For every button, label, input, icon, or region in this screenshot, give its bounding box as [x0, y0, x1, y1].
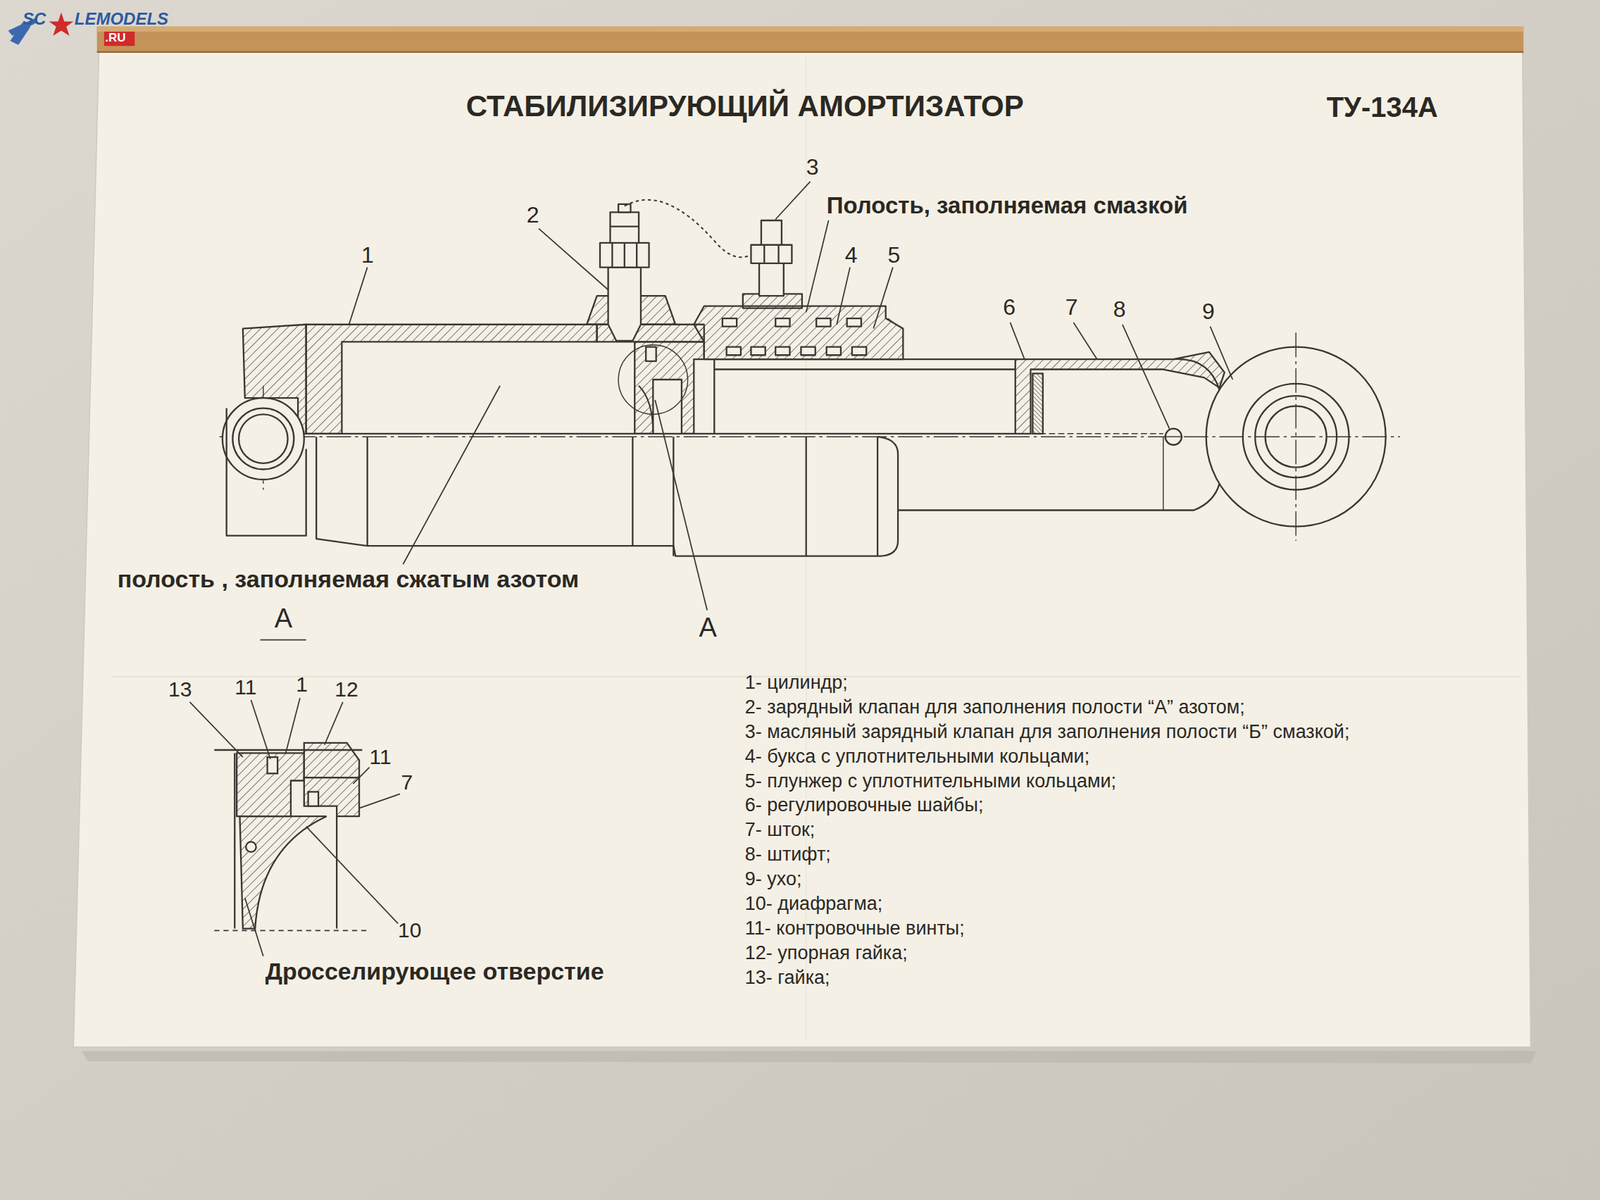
callout-number: 8 — [1113, 297, 1127, 322]
parts-list-item: 8- штифт; — [745, 844, 831, 866]
callout-number: 11 — [234, 675, 257, 699]
callout-number: 7 — [1065, 295, 1079, 320]
callout-number: 1 — [361, 242, 374, 268]
cavity-label: Полость, заполняемая смазкой — [826, 192, 1189, 219]
wooden-rail — [97, 26, 1524, 53]
poster-sheet — [73, 50, 1531, 1047]
watermark: .RU — [104, 31, 126, 46]
callout-number: 7 — [400, 770, 413, 794]
aircraft-type: ТУ-134А — [1326, 91, 1439, 123]
parts-list-item: 3- масляный зарядный клапан для заполнен… — [745, 721, 1350, 743]
shock-absorber-drawing — [219, 200, 1400, 557]
parts-list-item: 12- упорная гайка; — [745, 942, 908, 965]
callout-number: 6 — [1002, 295, 1016, 320]
callout-number: 13 — [168, 677, 192, 701]
watermark: SC — [22, 9, 46, 29]
parts-list-item: 2- зарядный клапан для заполнения полост… — [745, 697, 1246, 719]
parts-list-item: 4- букса с уплотнительными кольцами; — [745, 746, 1090, 768]
parts-list-item: 11- контровочные винты; — [745, 918, 965, 940]
callout-number: 9 — [1202, 299, 1215, 324]
parts-list-item: 5- плунжер с уплотнительными кольцами; — [745, 771, 1117, 793]
parts-list-item: 7- шток; — [745, 819, 816, 841]
callout-number: 10 — [397, 918, 422, 942]
callout-number: 2 — [526, 202, 540, 228]
callout-number: 3 — [806, 154, 820, 180]
hole-label: Дросселирующее отверстие — [265, 958, 605, 985]
parts-list-item: 13- гайка; — [745, 967, 831, 989]
parts-list-item: 6- регулировочные шайбы; — [745, 795, 984, 817]
poster-title: СТАБИЛИЗИРУЮЩИЙ АМОРТИЗАТОР — [466, 90, 1024, 123]
callout-number: 5 — [888, 242, 901, 268]
parts-list-item: 9- ухо; — [745, 869, 803, 891]
parts-list-item: 1- цилиндр; — [745, 672, 848, 694]
detail-view-a — [214, 742, 370, 931]
parts-list-item: 10- диафрагма; — [745, 893, 884, 915]
callout-number: 12 — [334, 677, 358, 701]
watermark: LEMODELS — [74, 9, 169, 29]
callout-number: 11 — [369, 745, 392, 769]
cavity-label: полость , заполняемая сжатым азотом — [117, 566, 579, 593]
view-letter: А — [274, 604, 293, 634]
callout-number: 4 — [845, 242, 858, 268]
view-letter: А — [699, 613, 717, 643]
callout-number: 1 — [295, 672, 308, 696]
